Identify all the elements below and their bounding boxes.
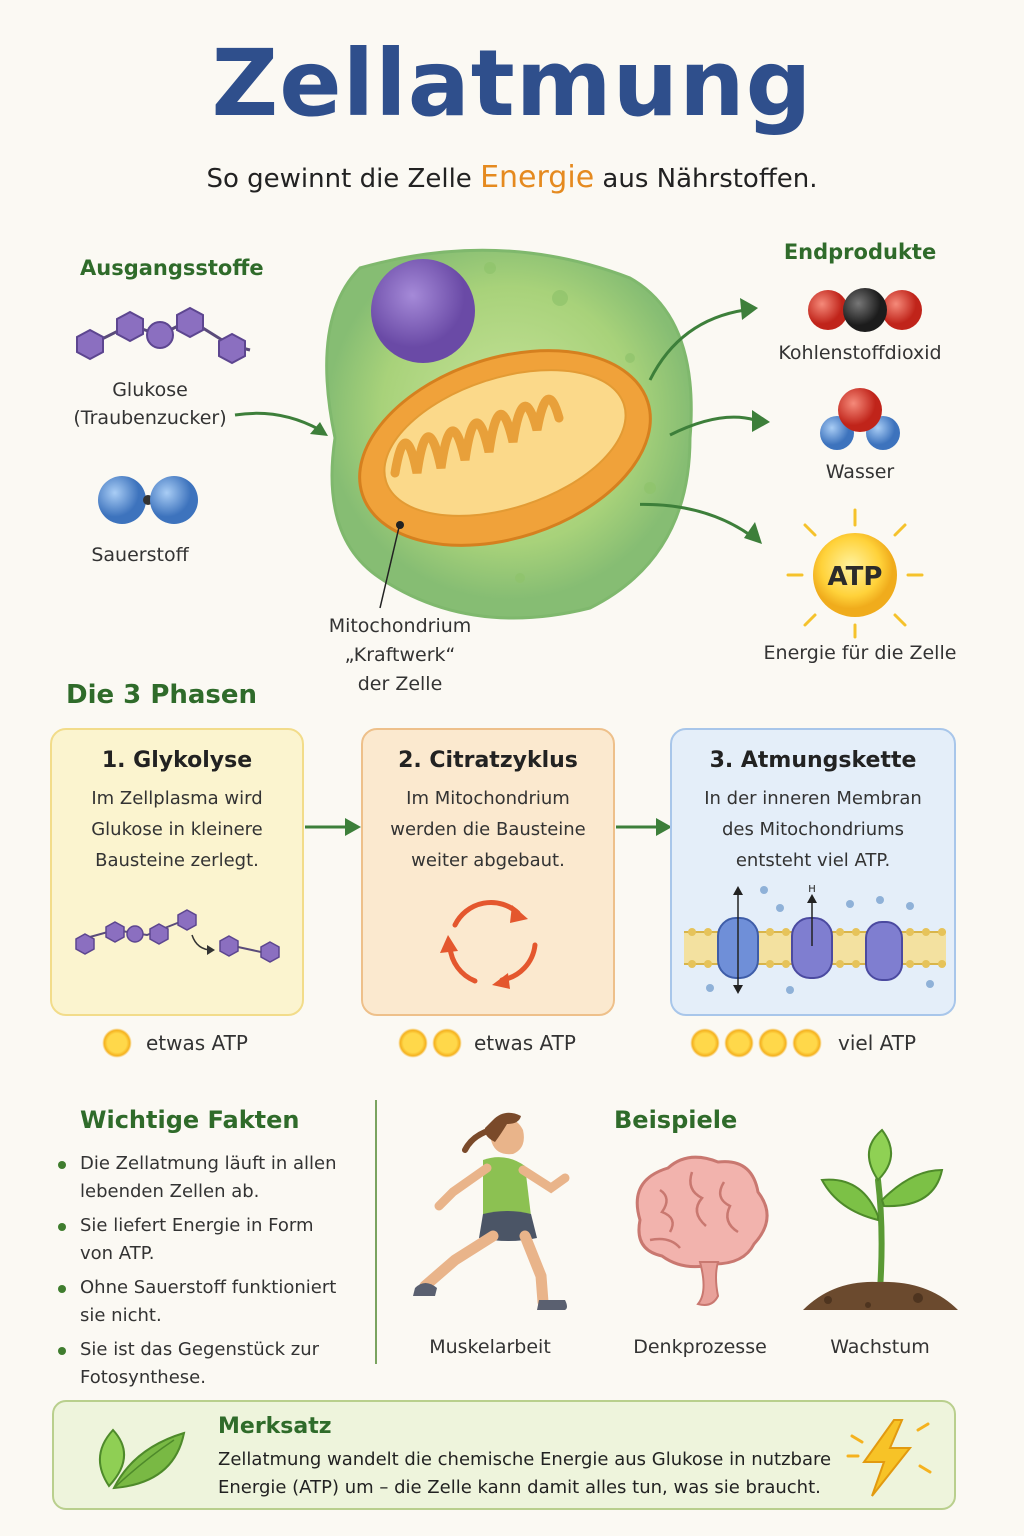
example-label-brain: Denkprozesse xyxy=(633,1336,767,1358)
lightning-bolt-icon xyxy=(846,1419,932,1497)
subtitle-highlight: Energie xyxy=(480,160,595,195)
water-label: Wasser xyxy=(825,461,895,483)
fact-line: lebenden Zellen ab. xyxy=(80,1181,260,1202)
sun-icon xyxy=(432,1028,462,1058)
cycle-arrows-icon xyxy=(440,899,538,989)
phase-atp-label: viel ATP xyxy=(838,1031,917,1055)
cell-illustration xyxy=(325,248,693,620)
phase-text-line: In der inneren Membran xyxy=(704,788,922,809)
phase-text-line: des Mitochondriums xyxy=(721,819,905,840)
sun-icon xyxy=(102,1028,132,1058)
phase-1-atp: etwas ATP xyxy=(102,1028,248,1058)
glucose-line-2: (Traubenzucker) xyxy=(73,407,227,429)
phase-title: 3. Atmungskette xyxy=(709,748,917,773)
oxygen-label: Sauerstoff xyxy=(91,544,189,566)
section-divider xyxy=(375,1100,377,1364)
phase-text-line: weiter abgebaut. xyxy=(411,850,565,871)
phase-text-line: Im Zellplasma wird xyxy=(91,788,263,809)
mito-line-3: der Zelle xyxy=(357,673,443,695)
leaf-icon xyxy=(98,1428,186,1490)
phase-text-line: Bausteine zerlegt. xyxy=(95,850,259,871)
sun-icon xyxy=(690,1028,720,1058)
hydrogen-label: H xyxy=(808,884,816,895)
atp-energy-label: Energie für die Zelle xyxy=(763,642,957,664)
phase-text-line: entsteht viel ATP. xyxy=(735,850,891,871)
phase-card-citrate-cycle: 2. Citratzyklus Im Mitochondrium werden … xyxy=(361,728,615,1016)
mitochondrion-label: Mitochondrium „Kraftwerk“ der Zelle xyxy=(300,612,500,699)
phase-text-line: werden die Bausteine xyxy=(390,819,586,840)
facts-heading: Wichtige Fakten xyxy=(80,1106,300,1134)
fact-item: Die Zellatmung läuft in allen lebenden Ze… xyxy=(58,1150,358,1206)
mito-line-2: „Kraftwerk“ xyxy=(344,644,456,666)
glucose-split-icon xyxy=(75,909,280,963)
atp-symbol: ATP xyxy=(828,562,883,592)
page-title: Zellatmung xyxy=(211,30,813,137)
outputs-heading: Endprodukte xyxy=(783,240,937,264)
phase-card-respiratory-chain: 3. Atmungskette In der inneren Membran d… xyxy=(670,728,956,1016)
sun-icon xyxy=(724,1028,754,1058)
facts-list: Die Zellatmung läuft in allen lebenden Ze… xyxy=(58,1150,358,1398)
input-arrow-icon xyxy=(234,411,328,436)
oxygen-molecule-icon xyxy=(98,476,198,524)
sun-icon xyxy=(792,1028,822,1058)
phase-title: 1. Glykolyse xyxy=(101,748,253,773)
glucose-label: Glukose (Traubenzucker) xyxy=(40,376,260,432)
fact-item: Sie liefert Energie in Form von ATP. xyxy=(58,1212,358,1268)
runner-icon xyxy=(413,1112,570,1310)
mito-line-1: Mitochondrium xyxy=(328,615,472,637)
phases-heading: Die 3 Phasen xyxy=(66,680,258,710)
merksatz-box: Merksatz Zellatmung wandelt die chemisch… xyxy=(52,1400,956,1510)
brain-icon xyxy=(635,1155,769,1306)
phase-3-atp: viel ATP xyxy=(690,1028,916,1058)
phase-title: 2. Citratzyklus xyxy=(398,748,578,773)
glucose-line-1: Glukose xyxy=(112,379,188,401)
examples-heading: Beispiele xyxy=(614,1106,738,1134)
subtitle-part-2: aus Nährstoffen. xyxy=(594,164,818,194)
fact-item: Ohne Sauerstoff funktioniert sie nicht. xyxy=(58,1274,358,1330)
merksatz-line-2: Energie (ATP) um – die Zelle kann damit … xyxy=(218,1477,821,1498)
phase-text-line: Glukose in kleinere xyxy=(91,819,263,840)
fact-line: sie nicht. xyxy=(80,1305,162,1326)
fact-line: Ohne Sauerstoff funktioniert xyxy=(80,1277,337,1298)
plant-seedling-icon xyxy=(803,1128,958,1310)
phase-arrow-2-icon xyxy=(616,818,672,836)
phase-arrow-1-icon xyxy=(305,818,361,836)
example-label-muscle: Muskelarbeit xyxy=(429,1336,551,1358)
fact-line: Fotosynthese. xyxy=(80,1367,206,1388)
fact-line: Sie liefert Energie in Form xyxy=(80,1215,314,1236)
membrane-proteins-icon: H xyxy=(684,884,946,994)
subtitle-part-1: So gewinnt die Zelle xyxy=(206,164,481,194)
co2-label: Kohlenstoffdioxid xyxy=(778,342,942,364)
output-arrows-icon xyxy=(640,298,770,544)
sun-icon xyxy=(758,1028,788,1058)
co2-molecule-icon xyxy=(808,288,922,332)
fact-line: von ATP. xyxy=(80,1243,155,1264)
phase-atp-label: etwas ATP xyxy=(474,1031,576,1055)
phase-card-glycolysis: 1. Glykolyse Im Zellplasma wird Glukose … xyxy=(50,728,304,1016)
fact-line: Sie ist das Gegenstück zur xyxy=(80,1339,320,1360)
fact-line: Die Zellatmung läuft in allen xyxy=(80,1153,337,1174)
merksatz-line-1: Zellatmung wandelt die chemische Energie… xyxy=(218,1449,832,1470)
merksatz-text: Zellatmung wandelt die chemische Energie… xyxy=(218,1446,831,1502)
water-molecule-icon xyxy=(820,388,900,450)
phase-2-atp: etwas ATP xyxy=(398,1028,576,1058)
phase-text-line: Im Mitochondrium xyxy=(406,788,570,809)
glucose-molecule-icon xyxy=(76,306,251,365)
inputs-heading: Ausgangsstoffe xyxy=(80,256,264,280)
subtitle: So gewinnt die Zelle Energie aus Nährsto… xyxy=(0,160,1024,195)
phase-atp-label: etwas ATP xyxy=(146,1031,248,1055)
merksatz-heading: Merksatz xyxy=(218,1414,332,1439)
atp-sun-icon: ATP xyxy=(786,508,924,639)
example-label-growth: Wachstum xyxy=(830,1336,930,1358)
sun-icon xyxy=(398,1028,428,1058)
